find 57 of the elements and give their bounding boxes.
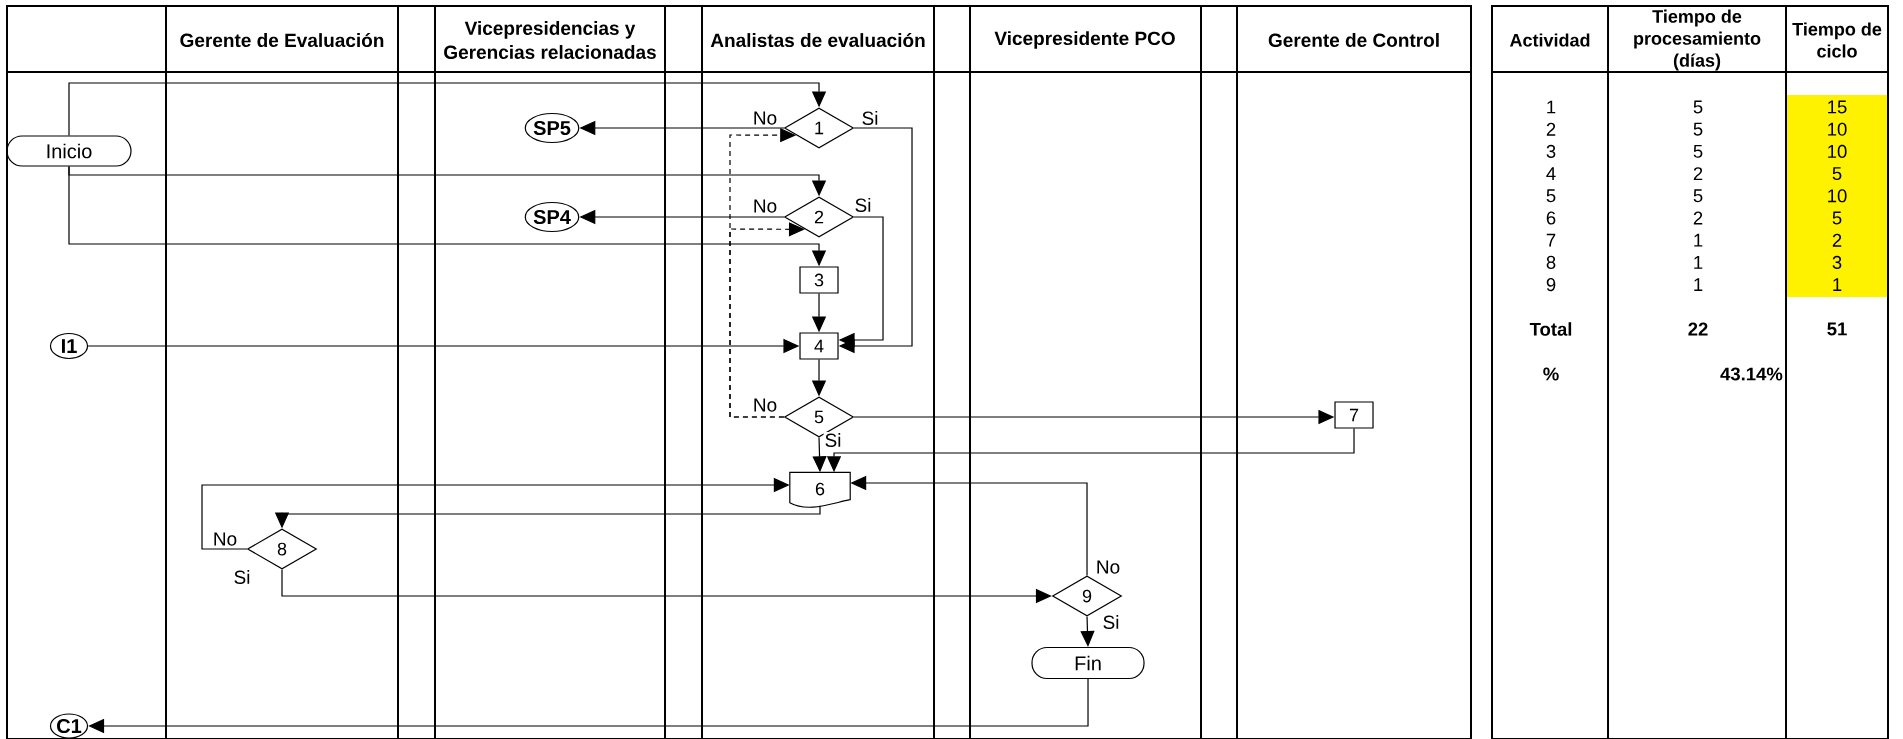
edge-label: Si bbox=[853, 197, 873, 213]
table-cell: Total bbox=[1529, 322, 1572, 336]
edge-label: Si bbox=[823, 432, 843, 448]
table-cell: 5 bbox=[1693, 100, 1703, 114]
table-cell: 10 bbox=[1828, 189, 1847, 203]
table-cell: 3 bbox=[1832, 255, 1842, 269]
edge-label: Si bbox=[232, 569, 252, 585]
table-cell: 2 bbox=[1832, 233, 1842, 247]
table-header: Actividad bbox=[1509, 33, 1590, 47]
lane-header: Vicepresidente PCO bbox=[994, 31, 1175, 49]
lane-header: Gerente de Control bbox=[1268, 33, 1439, 47]
edge-label: No bbox=[751, 198, 779, 214]
table-cell: 1 bbox=[1833, 278, 1842, 291]
table-cell: 4 bbox=[1546, 167, 1556, 180]
table-cell: 5 bbox=[1693, 189, 1703, 203]
lane-header: Analistas de evaluación bbox=[710, 32, 925, 48]
table-cell: 43.14% bbox=[1720, 367, 1783, 381]
table-header: Tiempo de procesamiento (días) bbox=[1634, 9, 1761, 71]
table-cell: 1 bbox=[1694, 278, 1703, 291]
arrow bbox=[68, 82, 827, 136]
table-cell: 5 bbox=[1693, 122, 1703, 136]
table-cell: 22 bbox=[1688, 322, 1708, 336]
table-cell: 6 bbox=[1546, 211, 1556, 225]
edge-label: No bbox=[211, 531, 239, 547]
table-cell: 1 bbox=[1694, 256, 1703, 269]
table-cell: 10 bbox=[1828, 144, 1847, 158]
process-box: 3 bbox=[799, 266, 839, 294]
table-cell: 10 bbox=[1828, 122, 1847, 136]
table-cell: 7 bbox=[1546, 233, 1556, 247]
process-box: 4 bbox=[799, 332, 839, 360]
table-cell: 51 bbox=[1827, 322, 1847, 336]
table-cell: 2 bbox=[1693, 211, 1703, 225]
terminal-box: Fin bbox=[1031, 646, 1145, 680]
table-cell: 1 bbox=[1694, 233, 1703, 247]
table-cell: 9 bbox=[1546, 278, 1556, 292]
table-cell: 2 bbox=[1546, 122, 1556, 136]
arrow bbox=[729, 222, 805, 418]
edge-label: No bbox=[751, 397, 779, 413]
table-cell: 1 bbox=[1547, 100, 1556, 114]
edge-label: No bbox=[1094, 559, 1122, 575]
table-cell: 5 bbox=[1546, 189, 1556, 203]
table-cell: 3 bbox=[1546, 144, 1556, 158]
table-cell: 2 bbox=[1693, 167, 1703, 181]
table-cell: % bbox=[1543, 367, 1559, 381]
table-cell: 5 bbox=[1832, 211, 1842, 225]
process-box: 7 bbox=[1334, 401, 1374, 429]
table-cell: 5 bbox=[1832, 167, 1842, 181]
table-header: Tiempo de ciclo bbox=[1792, 22, 1882, 58]
table-cell: 15 bbox=[1828, 100, 1847, 114]
lane-header: Vicepresidencias y Gerencias relacionadas bbox=[444, 21, 656, 59]
edge-label: Si bbox=[1101, 614, 1121, 630]
lane-header: Gerente de Evaluación bbox=[180, 32, 384, 48]
table-cell: 8 bbox=[1546, 255, 1556, 269]
edge-label: Si bbox=[860, 110, 880, 126]
edge-label: No bbox=[751, 110, 779, 126]
table-cell: 5 bbox=[1693, 144, 1703, 158]
terminal-box: Inicio bbox=[6, 135, 132, 167]
